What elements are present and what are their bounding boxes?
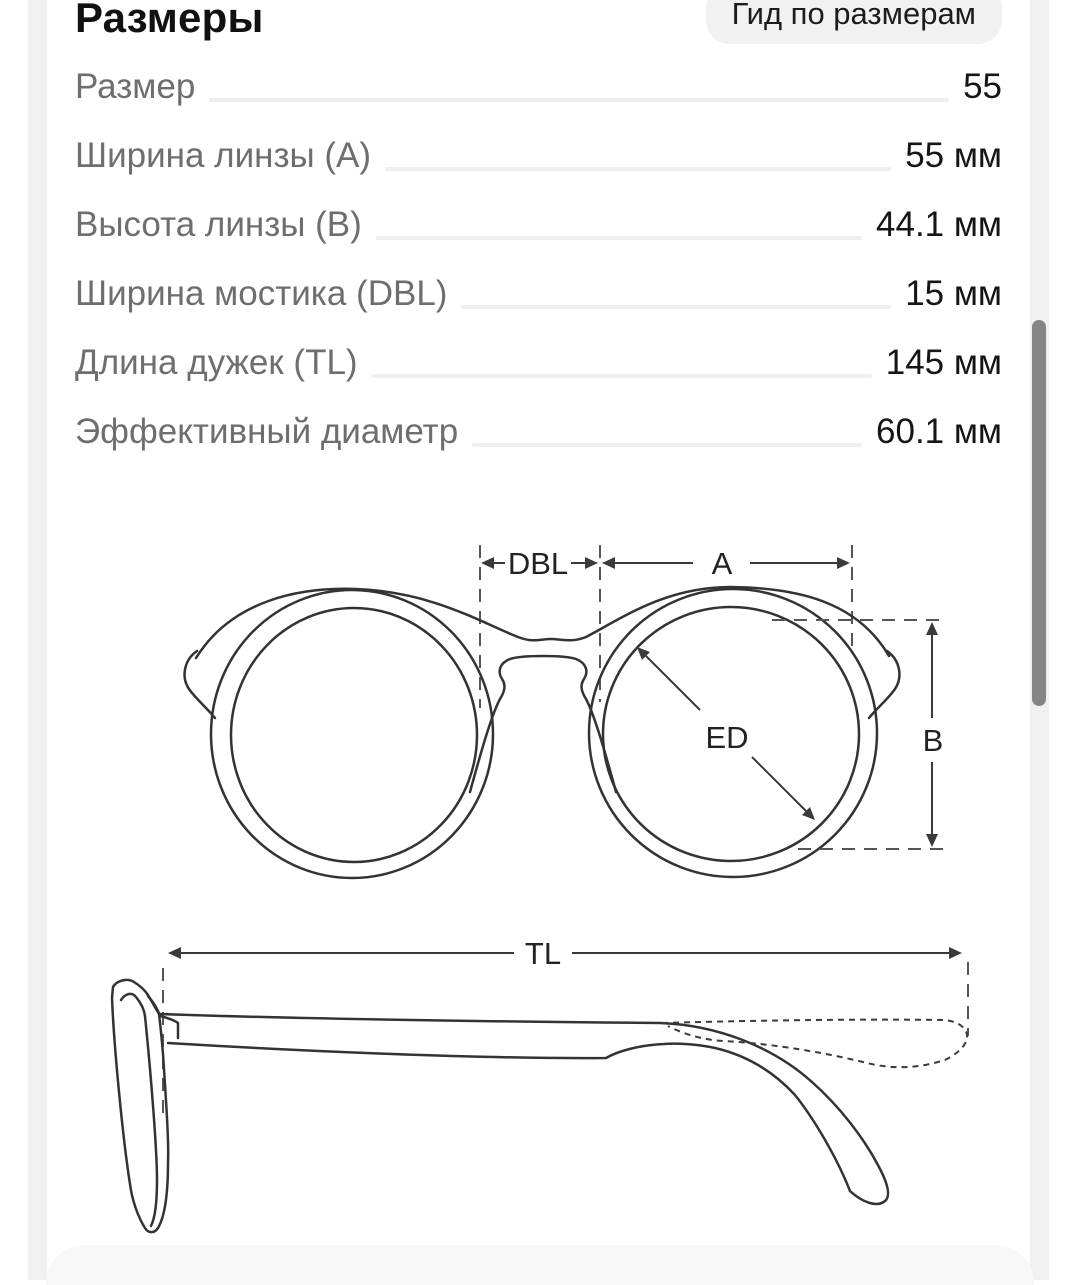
hinge-detail: [146, 994, 180, 1040]
right-lens: [601, 605, 861, 863]
brow-bar: [194, 585, 891, 660]
size-row-value: 55: [963, 66, 1002, 106]
size-row-value: 44.1 мм: [876, 204, 1002, 244]
left-edge-gutter: [28, 0, 47, 1280]
size-row-value: 55 мм: [905, 135, 1002, 175]
dotted-leader: [461, 304, 892, 309]
size-row-value: 15 мм: [905, 273, 1002, 313]
tl-label: TL: [525, 936, 561, 971]
frame-profile-lens-groove: [119, 992, 159, 1228]
arrowhead: [926, 622, 938, 635]
right-temple-tab: [867, 649, 901, 720]
left-lens: [229, 606, 479, 864]
arrowhead: [481, 557, 494, 569]
size-row-label: Длина дужек (TL): [75, 342, 358, 382]
arrowhead: [926, 834, 938, 847]
table-row: Эффективный диаметр 60.1 мм: [75, 397, 1002, 466]
left-lens-outer-rim: [209, 588, 495, 880]
size-row-label: Ширина линзы (А): [75, 135, 372, 175]
arrowhead: [602, 557, 615, 569]
table-row: Высота линзы (B) 44.1 мм: [75, 190, 1002, 259]
dotted-leader: [385, 166, 892, 171]
b-label: B: [923, 723, 944, 758]
dotted-leader: [472, 442, 863, 447]
size-table: Размер 55 Ширина линзы (А) 55 мм Высота …: [75, 52, 1002, 466]
left-temple-tab: [183, 649, 217, 720]
size-row-label: Эффективный диаметр: [75, 411, 459, 451]
dotted-leader: [371, 373, 872, 378]
dbl-label: DBL: [508, 546, 568, 581]
size-guide-button[interactable]: Гид по размерам: [705, 0, 1002, 44]
arrowhead: [837, 557, 850, 569]
next-section-card: [46, 1245, 1034, 1285]
frame-profile: [110, 978, 170, 1234]
scrollbar-thumb[interactable]: [1032, 320, 1046, 706]
ed-label: ED: [705, 720, 748, 755]
table-row: Ширина мостика (DBL) 15 мм: [75, 259, 1002, 328]
size-row-value: 60.1 мм: [876, 411, 1002, 451]
arrowhead: [585, 557, 598, 569]
temple-arm: [158, 1012, 890, 1206]
size-row-value: 145 мм: [885, 342, 1002, 382]
page-title: Размеры: [75, 0, 264, 41]
size-row-label: Размер: [75, 66, 196, 106]
a-label: A: [712, 546, 733, 581]
arrowhead: [802, 807, 815, 820]
sizes-header: Размеры Гид по размерам: [75, 0, 1002, 52]
arrowhead: [949, 947, 962, 959]
arrowhead: [168, 947, 181, 959]
temple-arm-ghost: [661, 1018, 969, 1069]
size-row-label: Ширина мостика (DBL): [75, 273, 448, 313]
table-row: Размер 55: [75, 52, 1002, 121]
nose-bridge: [468, 654, 618, 794]
arrowhead: [637, 647, 650, 660]
size-row-label: Высота линзы (B): [75, 204, 362, 244]
dotted-leader: [209, 97, 950, 102]
table-row: Ширина линзы (А) 55 мм: [75, 121, 1002, 190]
right-lens-outer-rim: [587, 587, 879, 879]
glasses-dimensions-diagram: DBL A ED B TL: [110, 545, 969, 1234]
ed-dimension-line: [645, 655, 807, 812]
dotted-leader: [375, 235, 863, 240]
table-row: Длина дужек (TL) 145 мм: [75, 328, 1002, 397]
